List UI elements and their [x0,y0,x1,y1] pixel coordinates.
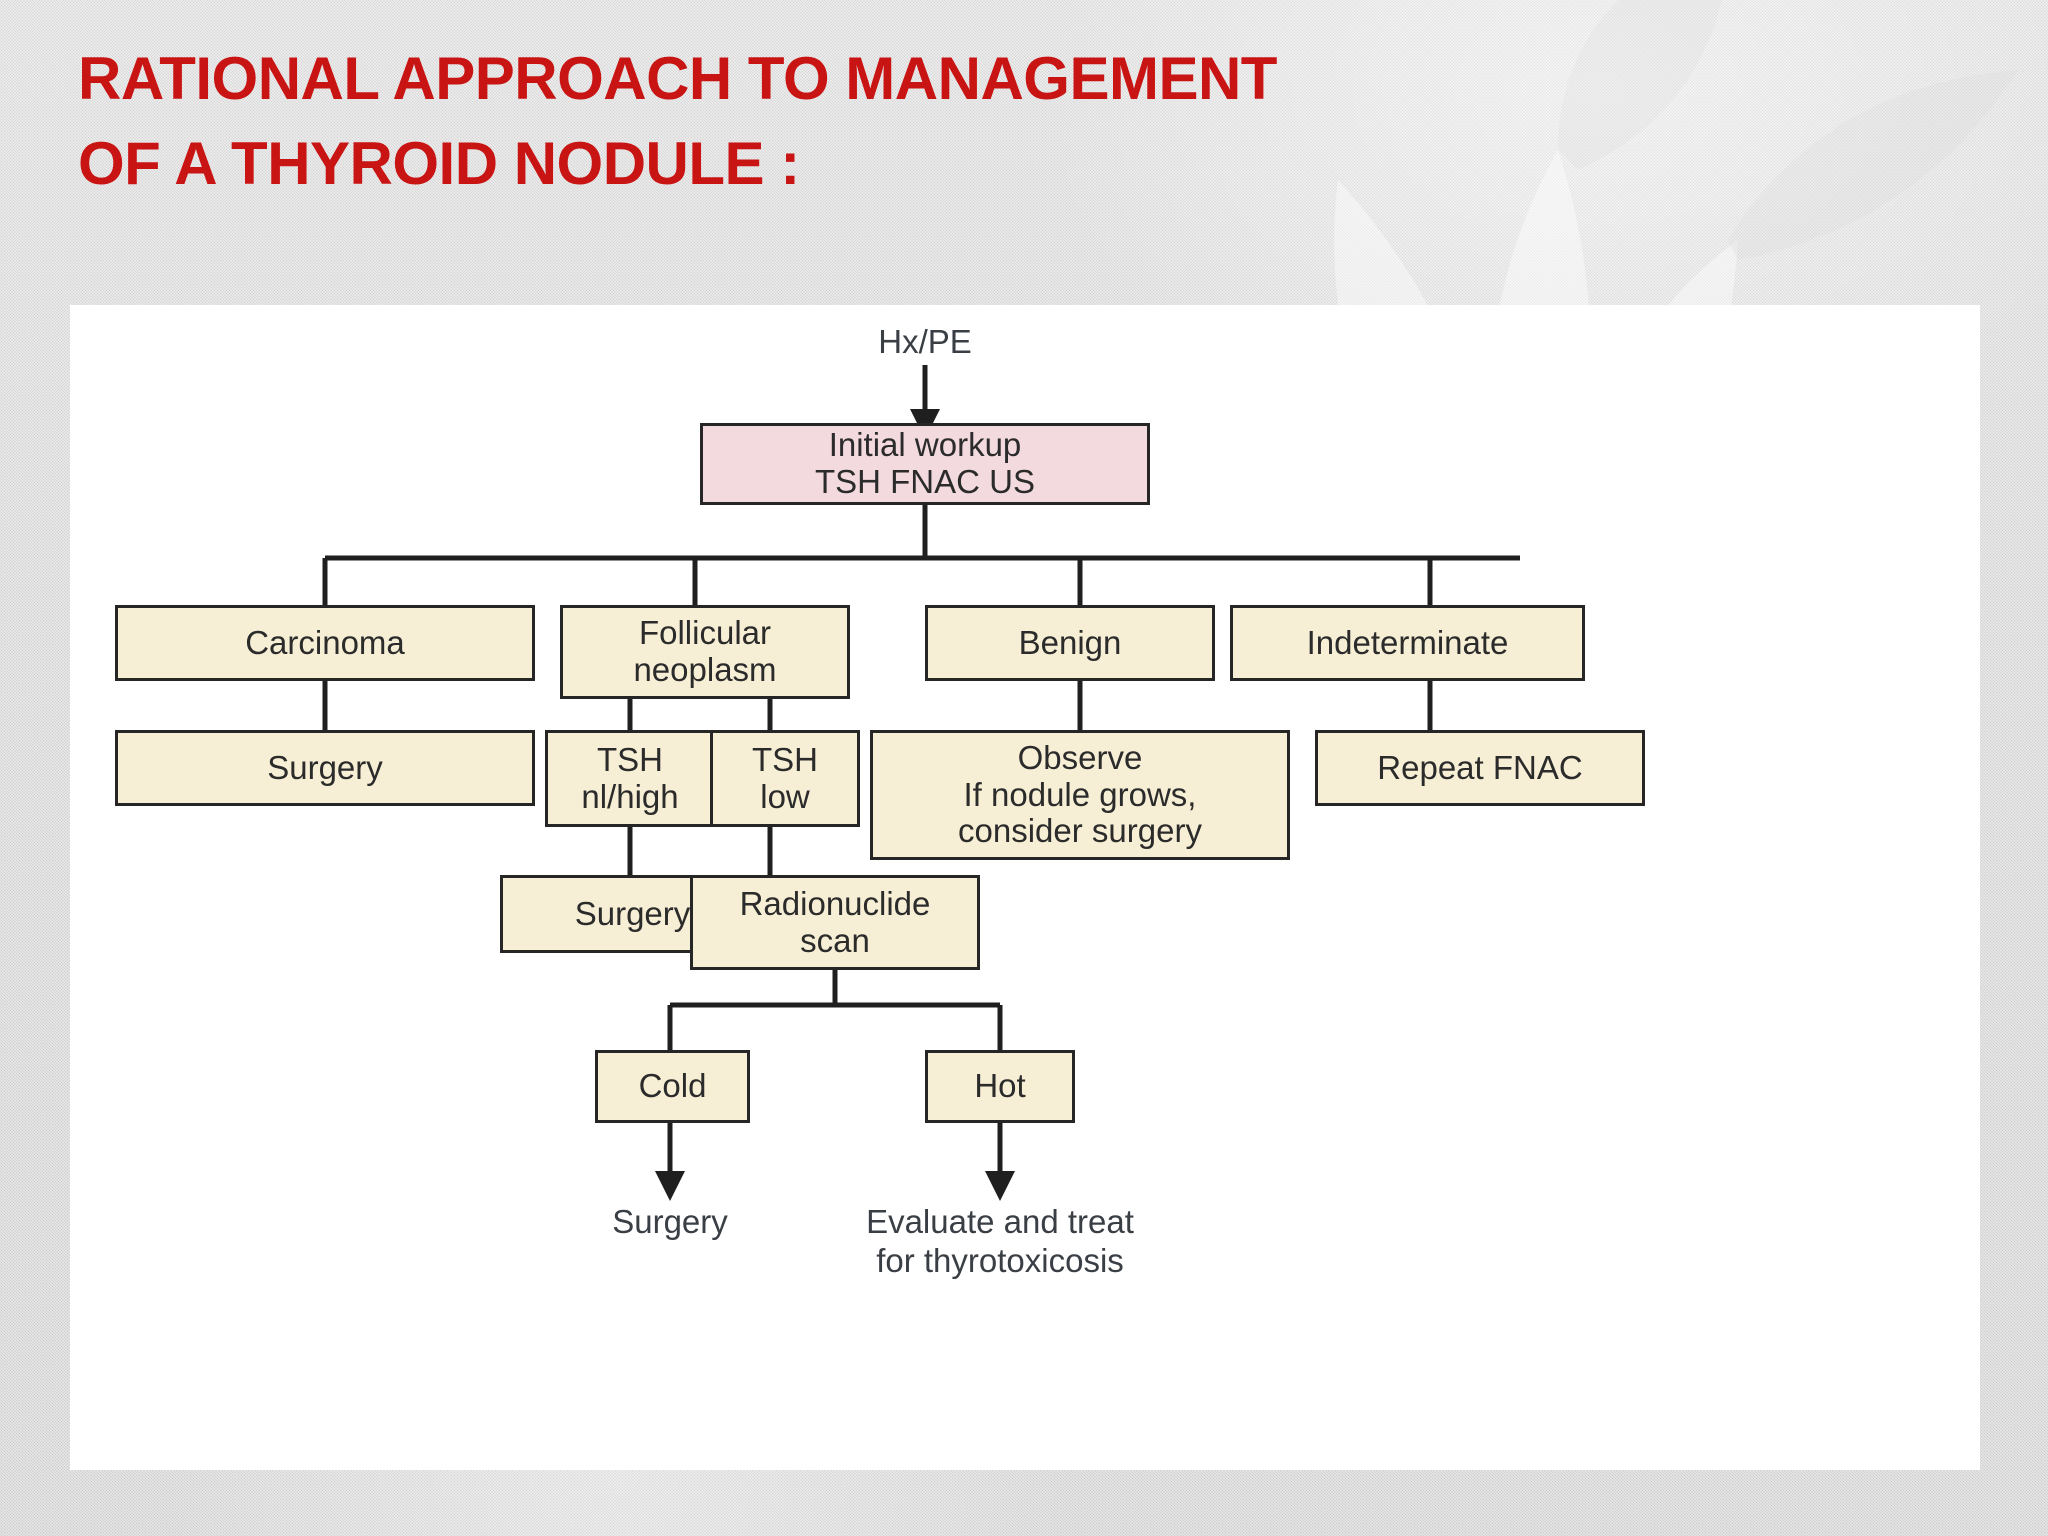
node-tsh-low-line-2: low [760,777,810,815]
node-follicular-neoplasm-line-1: Follicular [638,614,772,652]
node-tsh-nl-high-line-1: TSH [597,740,663,778]
node-radionuclide-scan-line-2: scan [800,921,870,959]
node-initial-workup-line-2: TSH FNAC US [814,463,1035,500]
arrowhead-to-evaluate-hot [985,1171,1015,1201]
page-title: RATIONAL APPROACH TO MANAGEMENT OF A THY… [78,36,1578,206]
node-tsh-nl-high[interactable]: TSH nl/high [545,730,715,827]
node-initial-workup-line-1: Initial workup [828,426,1022,464]
node-follicular-neoplasm[interactable]: Follicular neoplasm [560,605,850,699]
node-hot-label: Hot [974,1067,1026,1105]
node-indeterminate[interactable]: Indeterminate [1230,605,1585,681]
page-title-line-2: OF A THYROID NODULE : [78,130,800,198]
page-title-line-1: RATIONAL APPROACH TO MANAGEMENT [78,45,1277,112]
node-follicular-neoplasm-line-2: neoplasm [633,651,777,688]
node-tsh-low-line-1: TSH [752,740,818,778]
node-radionuclide-scan[interactable]: Radionuclide scan [690,875,980,970]
node-observe[interactable]: Observe If nodule grows, consider surger… [870,730,1290,860]
node-surgery-cold: Surgery [520,1203,820,1242]
node-benign-label: Benign [1018,623,1122,661]
node-evaluate-thyrotoxicosis: Evaluate and treat for thyrotoxicosis [760,1203,1240,1281]
node-evaluate-thyrotoxicosis-line-2: for thyrotoxicosis [876,1241,1124,1279]
node-cold-label: Cold [638,1067,707,1105]
node-observe-line-2: If nodule grows, [963,775,1197,813]
node-indeterminate-label: Indeterminate [1306,623,1509,661]
node-surgery-cold-label: Surgery [612,1203,728,1240]
node-hx-pe: Hx/PE [770,323,1080,362]
node-tsh-nl-high-line-2: nl/high [581,777,679,815]
flowchart-panel: Hx/PE Initial workup TSH FNAC US Carcino… [70,305,1980,1470]
node-repeat-fnac-label: Repeat FNAC [1377,748,1583,786]
node-initial-workup[interactable]: Initial workup TSH FNAC US [700,423,1150,505]
node-evaluate-thyrotoxicosis-line-1: Evaluate and treat [866,1203,1134,1240]
node-surgery-carcinoma[interactable]: Surgery [115,730,535,806]
arrowhead-to-surgery-cold [655,1171,685,1201]
node-tsh-low[interactable]: TSH low [710,730,860,827]
node-surgery-carcinoma-label: Surgery [267,748,383,786]
node-cold[interactable]: Cold [595,1050,750,1123]
node-carcinoma-label: Carcinoma [245,623,405,661]
node-observe-line-3: consider surgery [958,812,1202,850]
node-carcinoma[interactable]: Carcinoma [115,605,535,681]
flowchart-connectors [322,365,1520,1201]
node-repeat-fnac[interactable]: Repeat FNAC [1315,730,1645,806]
node-hx-pe-label: Hx/PE [878,323,972,360]
node-surgery-follicular-label: Surgery [574,894,691,932]
node-benign[interactable]: Benign [925,605,1215,681]
node-observe-line-1: Observe [1017,738,1143,776]
node-radionuclide-scan-line-1: Radionuclide [739,884,931,922]
node-hot[interactable]: Hot [925,1050,1075,1123]
